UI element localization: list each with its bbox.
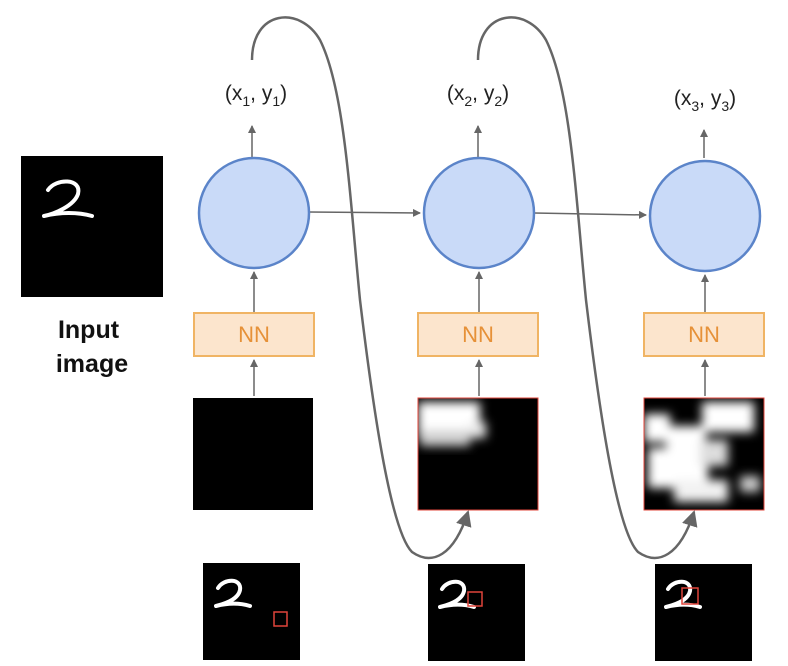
glimpse-image-1 — [193, 398, 313, 510]
location-image-2 — [428, 564, 525, 661]
glimpse-image-3 — [643, 397, 765, 511]
hidden-state-2 — [422, 156, 536, 270]
feedback-loop-arrow-2 — [476, 16, 698, 560]
nn-module-label-2: NN — [462, 322, 494, 347]
hidden-state-3 — [648, 159, 762, 273]
nn-module-3: NN — [643, 312, 765, 357]
nn-module-1: NN — [193, 312, 315, 357]
nn-module-label-1: NN — [238, 322, 270, 347]
nn-module-label-3: NN — [688, 322, 720, 347]
glimpse-marker-3 — [681, 587, 699, 605]
location-image-1 — [203, 563, 300, 660]
hidden-state-1 — [197, 156, 311, 270]
location-output-1: (x1, y1) — [225, 82, 287, 109]
input-caption-line-2: image — [56, 350, 128, 378]
location-output-2: (x2, y2) — [447, 82, 509, 109]
glimpse-marker-1 — [273, 611, 288, 627]
input-caption-line-1: Input — [58, 316, 120, 344]
nn-module-2: NN — [417, 312, 539, 357]
input-caption: Input image — [56, 316, 128, 378]
glimpse-marker-2 — [467, 591, 483, 607]
recurrent-arrow-1 — [307, 208, 421, 217]
location-output-3: (x3, y3) — [674, 87, 736, 114]
input-image — [21, 156, 163, 297]
feedback-loop-arrow-1 — [250, 16, 472, 560]
recurrent-arrow-2 — [533, 210, 647, 219]
glimpse-image-2 — [417, 397, 539, 511]
location-image-3 — [655, 564, 752, 661]
